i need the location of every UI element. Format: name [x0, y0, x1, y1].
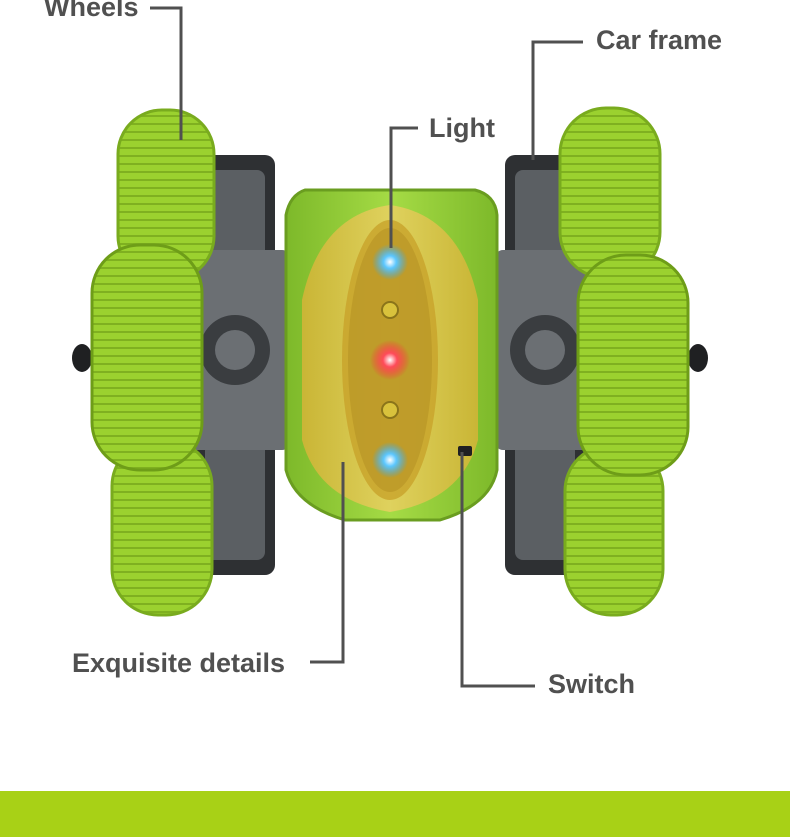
light-label: Light	[429, 113, 495, 143]
light-gold-1	[381, 301, 399, 319]
footer-band	[0, 791, 790, 837]
wheel-left-middle	[90, 243, 204, 472]
exquisite-details-leader-line	[310, 462, 345, 664]
wheels-leader-line	[150, 6, 183, 140]
light-gold-2	[381, 401, 399, 419]
wheel-right-top	[558, 106, 662, 280]
light-leader-line	[389, 126, 418, 248]
wheel-right-middle	[576, 253, 690, 477]
left-car-frame	[180, 155, 290, 575]
switch-label: Switch	[548, 669, 636, 699]
left-axle-cap	[72, 344, 92, 372]
right-axle-cap	[688, 344, 708, 372]
switch[interactable]	[458, 446, 472, 456]
wheels-label: Wheels	[44, 0, 139, 22]
light-blue-bottom	[372, 442, 408, 478]
switch-leader-line	[460, 452, 535, 688]
exquisite-details-label: Exquisite details	[72, 648, 286, 678]
light-red-center	[370, 340, 410, 380]
car-frame-leader-line	[531, 40, 583, 160]
car-frame-label: Car frame	[596, 25, 723, 55]
toy-car-illustration	[72, 6, 708, 688]
light-blue-top	[372, 244, 408, 280]
